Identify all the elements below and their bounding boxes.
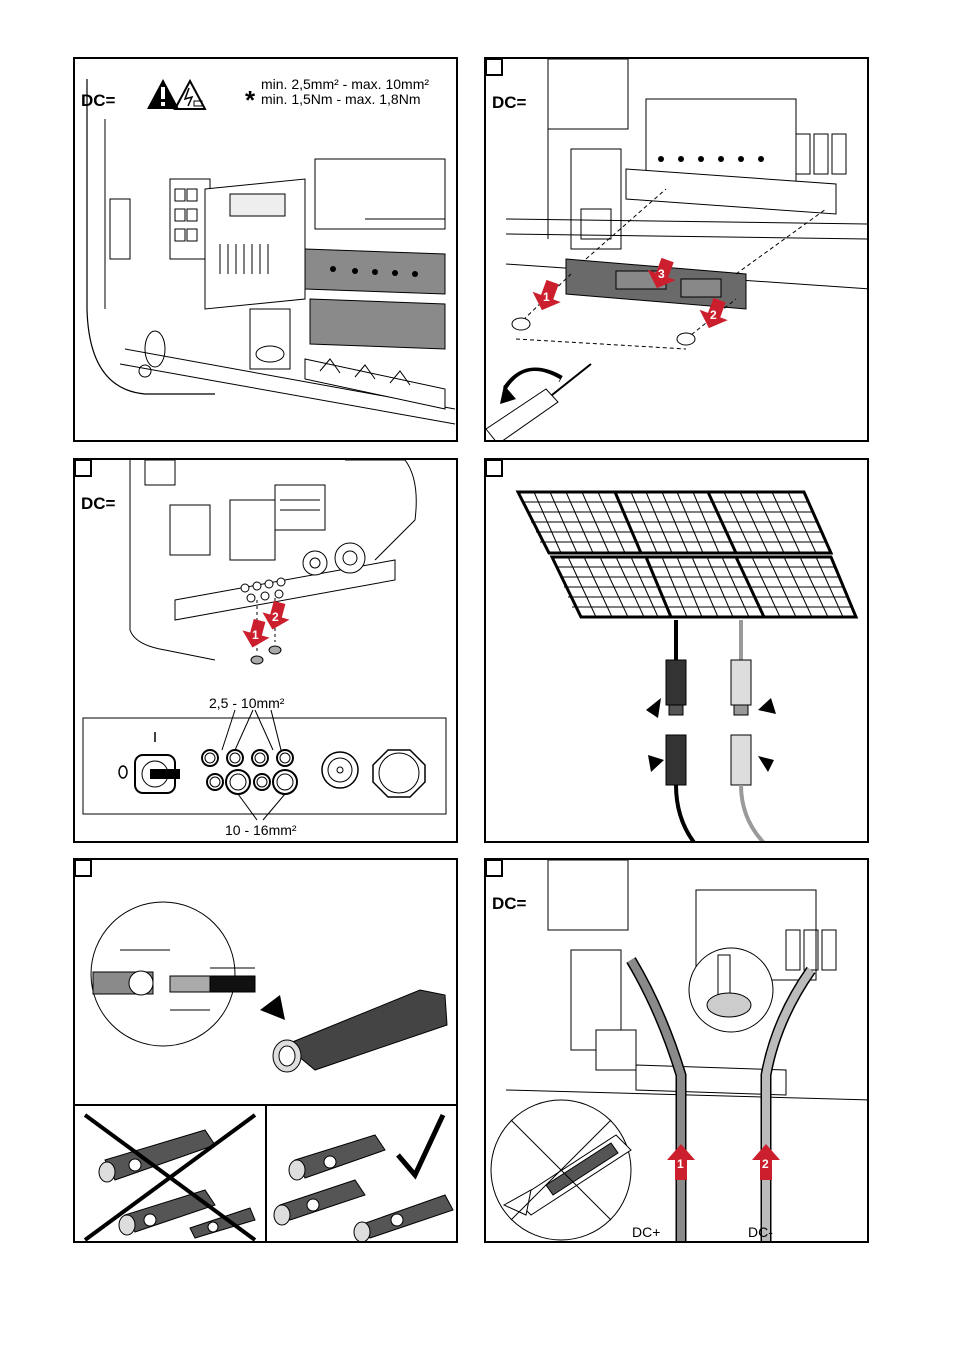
step-arrow-1: 1: [242, 618, 270, 648]
panel-cable-strip: [73, 858, 458, 1243]
electric-shock-manual-icon: [173, 78, 207, 110]
svg-text:1: 1: [677, 1157, 684, 1171]
dc-plus-label: DC+: [632, 1224, 661, 1240]
panel-insert-cables: DC= 1 2 DC+ DC: [484, 858, 869, 1243]
inverter-terminal-illustration: [86, 78, 456, 425]
cable-strip-icon: [90, 901, 256, 1047]
svg-text:2: 2: [272, 610, 279, 624]
solar-panel-icon: [515, 490, 859, 619]
cover-removal-illustration: 1 2 3: [486, 59, 867, 440]
dc-minus-label: DC-: [748, 1224, 773, 1240]
step-arrow-1: 1: [532, 279, 561, 311]
panel-knockouts: DC= 1 2: [73, 458, 458, 843]
svg-text:2: 2: [710, 308, 717, 322]
step-checkbox: [75, 460, 92, 477]
step-arrow-2: 2: [262, 600, 290, 630]
mc4-connector-icon: [665, 659, 752, 786]
step-checkbox: [486, 460, 503, 477]
svg-text:2: 2: [762, 1157, 769, 1171]
step-arrow-3: 3: [647, 257, 676, 289]
spec-line-1: min. 2,5mm² - max. 10mm²: [261, 76, 430, 92]
panel-solar-connectors: [484, 458, 869, 843]
solar-panel-illustration: [515, 490, 859, 841]
cross-icon: [83, 1113, 257, 1241]
dc-label: DC=: [492, 894, 527, 913]
cable-strip-illustration: [75, 901, 456, 1241]
panel-dc-spec: DC=: [73, 57, 458, 442]
dc-label: DC=: [492, 93, 527, 112]
svg-text:1: 1: [543, 290, 550, 304]
step-arrow-1: 1: [667, 1144, 695, 1180]
dc-label: DC=: [81, 494, 116, 513]
cable-insertion-illustration: 1 2: [490, 860, 867, 1241]
warning-triangle-icon: [147, 79, 179, 109]
panel-remove-cover: DC= 1 2: [484, 57, 869, 442]
check-icon: [396, 1113, 446, 1180]
range-label-top: 2,5 - 10mm²: [209, 695, 285, 711]
spec-marker: *: [245, 85, 256, 115]
step-arrow-2: 2: [699, 297, 728, 329]
step-checkbox: [486, 860, 503, 877]
spec-text: min. 2,5mm² - max. 10mm² min. 1,5Nm - ma…: [261, 77, 429, 107]
knockout-illustration: 1 2: [82, 460, 447, 821]
step-checkbox: [486, 59, 503, 76]
step-checkbox: [75, 860, 92, 877]
svg-text:1: 1: [252, 628, 259, 642]
svg-text:3: 3: [658, 267, 665, 281]
spec-line-2: min. 1,5Nm - max. 1,8Nm: [261, 91, 421, 107]
dc-label: DC=: [81, 91, 116, 110]
range-label-bottom: 10 - 16mm²: [225, 822, 297, 838]
step-arrow-2: 2: [752, 1144, 780, 1180]
